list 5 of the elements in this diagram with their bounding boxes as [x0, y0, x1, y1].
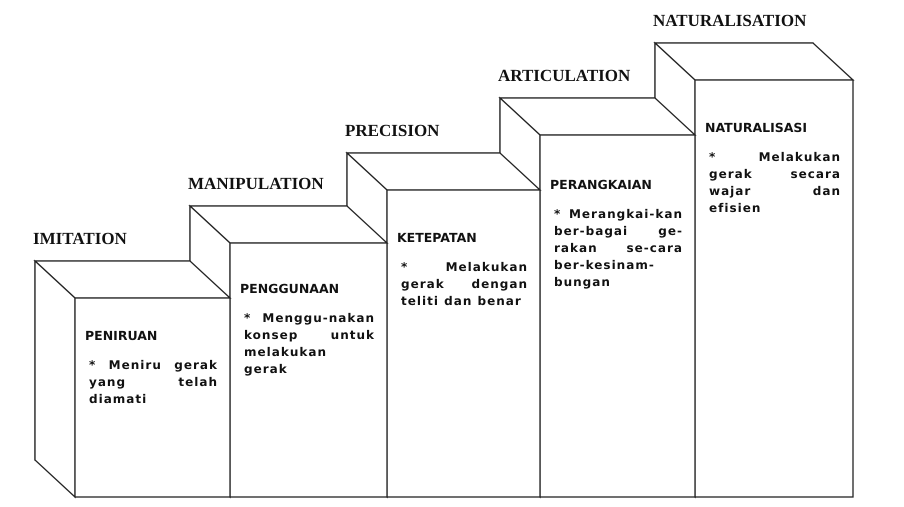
stage-heading: NATURALISATION	[653, 11, 806, 31]
stage-heading: MANIPULATION	[188, 174, 324, 194]
stage-heading: PRECISION	[345, 121, 440, 141]
stage-heading: ARTICULATION	[498, 66, 630, 86]
stage-heading: IMITATION	[33, 229, 127, 249]
